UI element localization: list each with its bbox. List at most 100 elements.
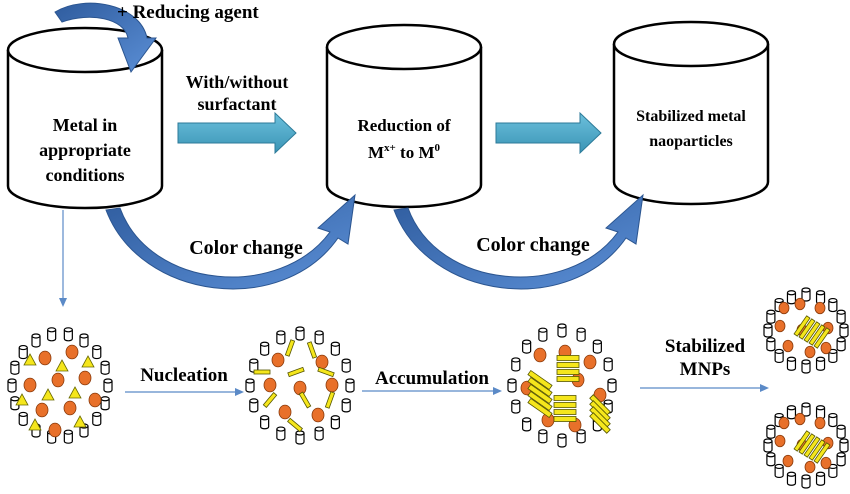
metal-particle bbox=[533, 347, 547, 363]
small-cylinder-top bbox=[603, 399, 613, 405]
small-cylinder bbox=[836, 309, 846, 324]
stabilizer-rod bbox=[306, 341, 318, 359]
small-cylinder-top bbox=[507, 378, 517, 384]
small-cylinder-body bbox=[576, 330, 586, 342]
small-cylinder bbox=[47, 327, 57, 342]
metal-particle bbox=[63, 400, 77, 416]
color-change-label-1: Color change bbox=[189, 237, 303, 259]
metal-particle bbox=[38, 350, 52, 366]
stabilizer-rod bbox=[527, 376, 553, 398]
small-cylinder bbox=[295, 326, 305, 341]
small-cylinder-top bbox=[774, 348, 784, 355]
small-cylinder bbox=[507, 378, 517, 393]
small-cylinder-top bbox=[786, 471, 797, 477]
small-cylinder-body bbox=[92, 347, 102, 360]
small-cylinder-body bbox=[330, 417, 340, 430]
cylinder-metal-line2: appropriate bbox=[39, 140, 131, 160]
metal-particle bbox=[48, 422, 62, 438]
surfactant-line1: With/without bbox=[186, 72, 289, 92]
small-cylinder bbox=[260, 341, 270, 356]
small-cylinder-body bbox=[839, 326, 849, 338]
small-cylinder-body bbox=[92, 414, 102, 427]
metal-particle bbox=[65, 344, 79, 360]
small-cylinder bbox=[260, 415, 270, 430]
small-cylinder bbox=[345, 378, 355, 393]
small-cylinder-body bbox=[828, 300, 838, 313]
reducing-agent-triangle bbox=[28, 418, 42, 431]
small-cylinder bbox=[786, 356, 797, 371]
stabilizer-rod bbox=[798, 433, 816, 455]
small-cylinder bbox=[786, 290, 797, 305]
small-cylinder-top bbox=[839, 438, 849, 444]
small-cylinder-body bbox=[7, 381, 17, 393]
small-cylinder-top bbox=[839, 323, 849, 329]
surfactant-line2: surfactant bbox=[198, 94, 277, 114]
small-cylinder bbox=[100, 396, 110, 411]
metal-particle bbox=[774, 434, 786, 448]
small-cylinder-body bbox=[828, 415, 838, 428]
small-cylinder bbox=[511, 399, 521, 414]
small-cylinder-body bbox=[557, 326, 567, 338]
small-cylinder-top bbox=[774, 463, 784, 470]
small-cylinder bbox=[314, 330, 324, 345]
small-cylinder-body bbox=[774, 466, 784, 479]
small-cylinder-body bbox=[100, 398, 110, 411]
metal-particle bbox=[293, 380, 307, 396]
small-cylinder-top bbox=[100, 360, 110, 366]
small-cylinder-body bbox=[511, 359, 521, 372]
cylinder-reduction-line2: Mx+ to M0 bbox=[368, 142, 441, 162]
small-cylinder bbox=[276, 330, 286, 345]
small-cylinder-top bbox=[511, 399, 521, 405]
metal-particle bbox=[782, 454, 794, 468]
small-cylinder-top bbox=[345, 378, 355, 384]
small-cylinder bbox=[276, 426, 286, 441]
small-cylinder-body bbox=[79, 426, 89, 438]
small-cylinder-top bbox=[249, 358, 259, 364]
stabilized-cluster-top bbox=[763, 287, 849, 374]
stabilizer-rod bbox=[553, 416, 577, 422]
small-cylinder-top bbox=[766, 337, 776, 343]
small-cylinder bbox=[763, 438, 773, 453]
stabilizer-rod bbox=[808, 439, 826, 461]
small-cylinder-top bbox=[786, 356, 797, 362]
small-cylinder-body bbox=[63, 329, 73, 342]
small-cylinder bbox=[341, 358, 351, 373]
small-cylinder-top bbox=[249, 398, 259, 404]
stabilizer-rod bbox=[803, 321, 821, 343]
small-cylinder-body bbox=[815, 474, 826, 486]
small-cylinder-body bbox=[341, 361, 351, 373]
small-cylinder-body bbox=[538, 330, 548, 342]
small-cylinder-top bbox=[766, 424, 776, 430]
small-cylinder bbox=[103, 378, 113, 393]
color-change-arrow-1 bbox=[105, 193, 356, 290]
small-cylinder-top bbox=[18, 344, 28, 351]
small-cylinder-top bbox=[801, 287, 811, 293]
small-cylinder bbox=[815, 356, 826, 371]
stabilizer-rod bbox=[527, 397, 553, 419]
color-change-label-2: Color change bbox=[476, 234, 590, 256]
small-cylinder-top bbox=[260, 341, 270, 347]
small-cylinder-top bbox=[103, 378, 113, 384]
small-cylinder-body bbox=[314, 429, 324, 441]
small-cylinder-body bbox=[345, 381, 355, 393]
small-cylinder-body bbox=[786, 474, 797, 486]
small-cylinder-top bbox=[245, 378, 255, 384]
small-cylinder-body bbox=[576, 431, 586, 444]
stabilizer-rod bbox=[813, 442, 831, 464]
stabilizer-rod bbox=[798, 318, 816, 340]
small-cylinder-body bbox=[249, 400, 259, 413]
small-cylinder-body bbox=[839, 441, 849, 453]
small-cylinder-top bbox=[607, 378, 617, 384]
small-cylinder-body bbox=[511, 402, 521, 414]
small-cylinder bbox=[836, 424, 846, 439]
reducing-agent-triangle bbox=[73, 415, 87, 428]
reducing-agent-triangle bbox=[41, 388, 55, 401]
small-cylinder bbox=[31, 333, 41, 348]
small-cylinder bbox=[836, 452, 846, 467]
stabilizer-rod bbox=[253, 369, 271, 375]
small-cylinder-body bbox=[557, 436, 567, 448]
stabilizer-rod bbox=[527, 383, 553, 405]
metal-particle bbox=[814, 416, 826, 430]
small-cylinder bbox=[18, 344, 28, 360]
